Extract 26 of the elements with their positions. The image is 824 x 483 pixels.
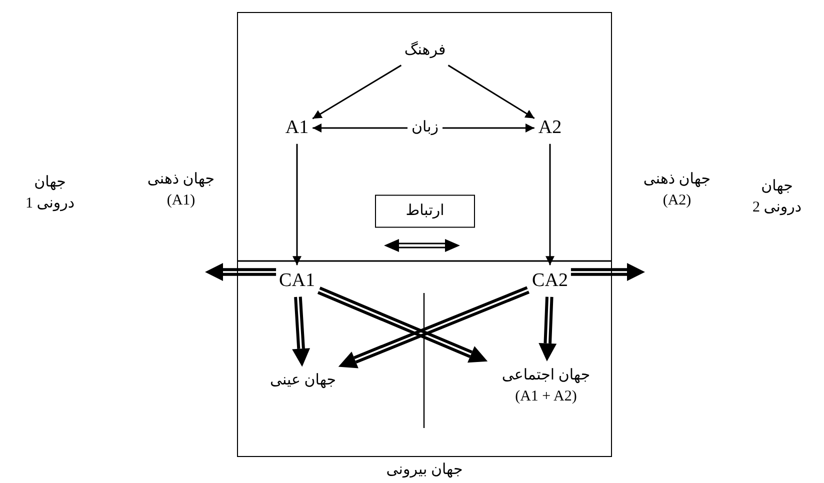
- side-label: جهان ذهنی (A1): [146, 170, 216, 210]
- arrow: [312, 64, 402, 120]
- node-label: CA2: [532, 269, 568, 293]
- process-box: ارتباط: [375, 194, 475, 228]
- double-arrow: [569, 263, 645, 281]
- arrow: [546, 144, 554, 266]
- node-label: A1: [285, 116, 309, 140]
- double-arrow: [316, 286, 488, 363]
- side-label: جهان ذهنی (A2): [642, 170, 712, 210]
- frame-heading: جهان بیرونی: [386, 461, 463, 480]
- double-arrow: [538, 295, 557, 362]
- arrow: [292, 144, 302, 266]
- node-label: A2: [538, 116, 562, 140]
- double-arrow: [292, 295, 310, 367]
- node-label: جهان اجتماعی (A1 + A2): [491, 365, 601, 407]
- arrow: [442, 124, 534, 132]
- side-label: جهان درونی 2: [751, 177, 803, 218]
- node-label: فرهنگ: [404, 40, 446, 62]
- double-arrow: [338, 286, 530, 368]
- node-label: زبان: [412, 118, 438, 138]
- double-arrow: [205, 263, 278, 281]
- arrow: [312, 124, 408, 132]
- arrow: [448, 64, 535, 120]
- side-label: جهان درونی 1: [24, 173, 76, 214]
- node-label: CA1: [279, 269, 315, 293]
- node-label: جهان عینی: [270, 370, 336, 392]
